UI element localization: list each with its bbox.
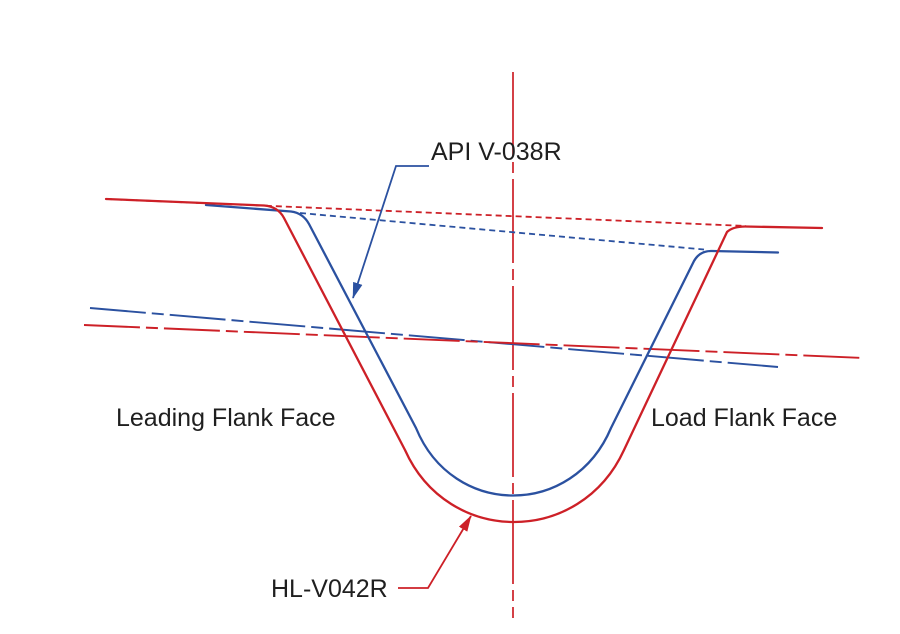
load-flank-face-label: Load Flank Face xyxy=(651,404,837,432)
hl-crest-taper-dashed-line xyxy=(105,198,747,227)
api-crest-taper-dashed-line xyxy=(299,212,705,251)
api-pitch-line xyxy=(89,307,779,368)
hl-pitch-line xyxy=(83,324,864,359)
hl-label-leader xyxy=(398,515,472,589)
api-label-leader xyxy=(352,165,429,299)
hl-thread-profile-curve xyxy=(104,197,824,523)
api-profile-label: API V-038R xyxy=(431,138,562,166)
api-thread-profile-curve xyxy=(204,203,780,497)
leading-flank-face-label: Leading Flank Face xyxy=(116,404,336,432)
hl-profile-label: HL-V042R xyxy=(271,575,388,603)
